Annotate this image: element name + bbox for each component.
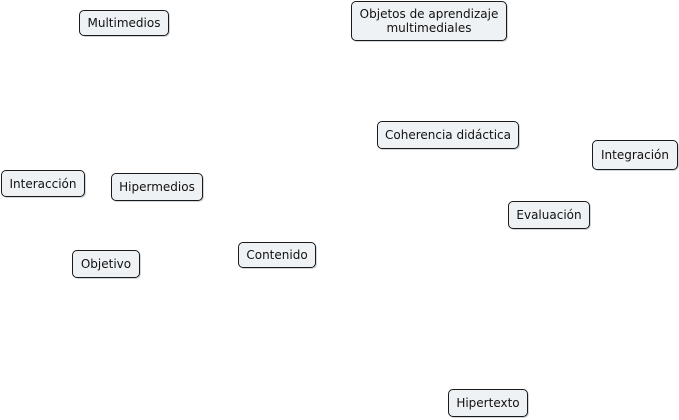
node-evaluacion[interactable]: Evaluación <box>508 201 590 229</box>
node-interaccion[interactable]: Interacción <box>1 170 85 197</box>
node-hipertexto[interactable]: Hipertexto <box>448 389 528 417</box>
node-label: Hipermedios <box>119 180 195 194</box>
node-label: Contenido <box>246 248 308 262</box>
node-label: Multimedios <box>87 16 161 30</box>
node-objetivo[interactable]: Objetivo <box>72 250 140 278</box>
node-objetos-de-aprendizaje-multimediales[interactable]: Objetos de aprendizaje multimediales <box>351 1 507 41</box>
node-contenido[interactable]: Contenido <box>238 242 316 268</box>
node-label: Objetivo <box>80 257 132 271</box>
node-coherencia-didactica[interactable]: Coherencia didáctica <box>377 121 519 149</box>
node-multimedios[interactable]: Multimedios <box>79 10 169 36</box>
node-label: Coherencia didáctica <box>385 128 511 142</box>
node-label: Interacción <box>9 176 77 191</box>
node-label-line-2: multimediales <box>386 21 472 35</box>
node-hipermedios[interactable]: Hipermedios <box>111 173 203 201</box>
node-label: Hipertexto <box>456 396 520 410</box>
node-label: Integración <box>600 148 669 162</box>
node-label: Evaluación <box>516 208 582 222</box>
node-integracion[interactable]: Integración <box>592 140 678 170</box>
node-label-line-1: Objetos de aprendizaje <box>359 7 499 21</box>
